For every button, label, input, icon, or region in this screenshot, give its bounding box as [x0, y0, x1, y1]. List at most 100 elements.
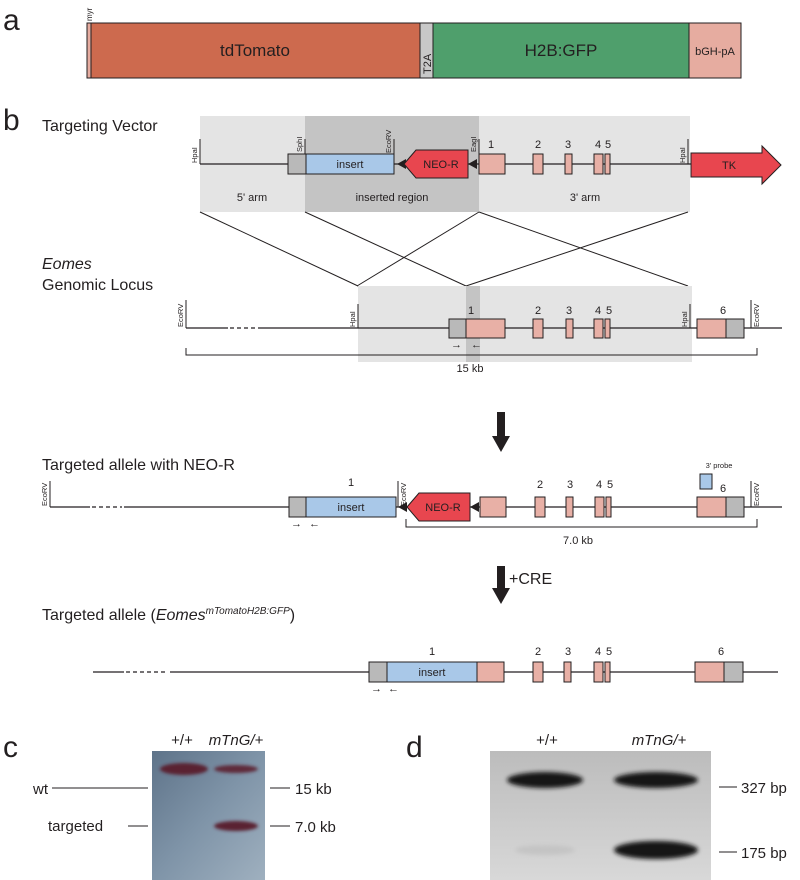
exon: [604, 318, 611, 339]
probe-label: 3' probe: [706, 461, 733, 470]
reverse-primer-arrow: ←: [471, 339, 482, 351]
exon: [565, 318, 574, 339]
ecorv-site: EcoRV: [384, 130, 393, 153]
exon-label: 1: [348, 477, 354, 489]
locus-title: Genomic Locus: [42, 277, 153, 294]
exon-label: 4: [595, 139, 601, 151]
band-size-label: 175 bp: [741, 845, 787, 862]
exon: [565, 496, 574, 518]
exon-label: 4: [595, 646, 601, 658]
exon-label: 2: [535, 139, 541, 151]
utr-box: [725, 496, 745, 518]
insert-box: [305, 153, 395, 175]
exon: [563, 661, 572, 683]
tk-label: TK: [722, 160, 737, 172]
crossover-lines: [199, 211, 689, 287]
exon: [593, 153, 604, 175]
sphi-site: SphI: [295, 137, 304, 152]
size-bracket: [405, 519, 758, 528]
exon-label: 3: [565, 139, 571, 151]
band: [614, 841, 698, 859]
forward-primer-arrow: →: [291, 518, 302, 530]
genomic-locus: Eomes Genomic Locus EcoRV HpaI HpaI EcoR…: [42, 256, 782, 375]
exon: [605, 496, 612, 518]
utr-box: [288, 496, 307, 518]
ecorv-site: EcoRV: [752, 483, 761, 506]
wt-label: wt: [32, 781, 49, 798]
down-arrow: [492, 566, 510, 604]
h2b-gfp-label: H2B:GFP: [525, 41, 598, 60]
southern-blot: +/+ mTnG/+ wt targeted 15 kb 7.0 kb: [32, 732, 336, 880]
exon: [694, 661, 725, 683]
h2b-gfp-segment: [432, 22, 690, 79]
exon-label: 2: [537, 479, 543, 491]
exon-label: 2: [535, 646, 541, 658]
ecorv-site: EcoRV: [176, 304, 185, 327]
exon-label: 1: [468, 305, 474, 317]
tdtomato-segment: [90, 22, 421, 79]
utr-box: [368, 661, 388, 683]
insert-label: insert: [419, 667, 446, 679]
panel-label-a: a: [3, 4, 20, 37]
reverse-primer-arrow: ←: [388, 683, 399, 695]
size-label: 15 kb: [457, 363, 484, 375]
exon-label: 3: [567, 479, 573, 491]
ecorv-site: EcoRV: [40, 483, 49, 506]
loxp-arrow: [468, 159, 477, 169]
loxp-arrow: [397, 159, 406, 169]
panel-label-b: b: [3, 104, 20, 137]
pcr-gel: +/+ mTnG/+ 327 bp 175 bp: [490, 732, 787, 880]
band-size-label: 327 bp: [741, 780, 787, 797]
band: [614, 772, 698, 788]
insert-label: insert: [337, 159, 364, 171]
gel-image: [490, 751, 711, 880]
lane-label-wildtype: +/+: [171, 732, 193, 749]
exon: [604, 661, 611, 683]
exon-label: 5: [606, 305, 612, 317]
ecorv-site: EcoRV: [399, 483, 408, 506]
utr-box: [287, 153, 307, 175]
targeting-vector: Targeting Vector HpaI SphI insert EcoRV …: [42, 116, 782, 212]
t2a-label: T2A: [422, 53, 434, 74]
lane-label-heterozygous: mTnG/+: [632, 732, 687, 749]
five-prime-arm-label: 5' arm: [237, 192, 267, 204]
final-allele: Targeted allele (EomesmTomatoH2B:GFP) in…: [42, 606, 778, 695]
exon-label: 1: [488, 139, 494, 151]
exon: [479, 496, 507, 518]
loxp-arrow: [470, 502, 479, 512]
neo-label: NEO-R: [425, 502, 461, 514]
band: [160, 763, 208, 775]
ecorv-site: EcoRV: [752, 304, 761, 327]
band: [507, 772, 583, 788]
final-allele-title: Targeted allele (EomesmTomatoH2B:GFP): [42, 606, 295, 624]
exon: [593, 661, 604, 683]
locus-title-gene: Eomes: [42, 256, 92, 273]
loxp-arrow: [398, 502, 407, 512]
myr-segment: [86, 22, 92, 79]
exon: [604, 153, 611, 175]
exon: [532, 318, 544, 339]
utr-box: [725, 318, 745, 339]
exon-label: 5: [606, 646, 612, 658]
tdtomato-label: tdTomato: [220, 41, 290, 60]
exon-label: 5: [605, 139, 611, 151]
size-label: 7.0 kb: [563, 535, 593, 547]
tk-cassette: [690, 144, 782, 186]
forward-primer-arrow: →: [451, 339, 462, 351]
eagi-site: EagI: [469, 137, 478, 152]
insert-label: insert: [338, 502, 365, 514]
three-prime-arm-label: 3' arm: [570, 192, 600, 204]
exon: [478, 153, 506, 175]
myr-label: myr: [85, 7, 94, 21]
targeting-vector-title: Targeting Vector: [42, 118, 158, 135]
lane-label-wildtype: +/+: [536, 732, 558, 749]
insert-box: [305, 496, 397, 518]
hpai-site-right: HpaI: [678, 147, 687, 163]
panel-label-c: c: [3, 731, 18, 764]
exon-label: 6: [718, 646, 724, 658]
neo-allele: Targeted allele with NEO-R EcoRV insert …: [40, 457, 782, 547]
exon: [593, 318, 604, 339]
exon: [594, 496, 605, 518]
exon-label: 4: [595, 305, 601, 317]
exon-label: 1: [429, 646, 435, 658]
